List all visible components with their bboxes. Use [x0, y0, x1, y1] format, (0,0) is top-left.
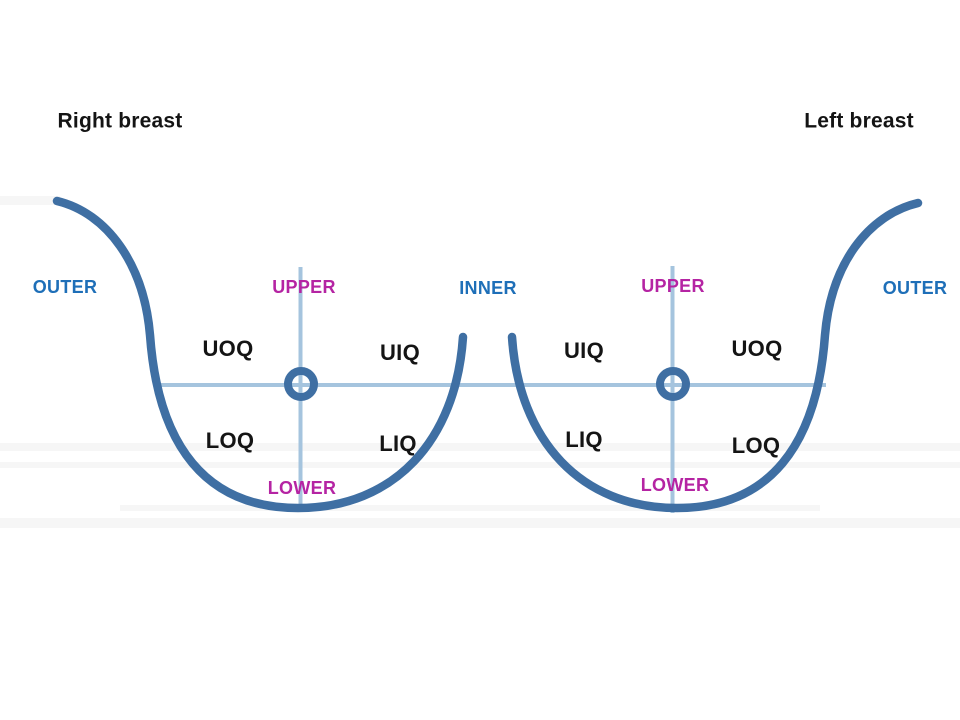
right-breast-loq-label: LOQ	[205, 428, 255, 453]
right-breast-uoq-label: UOQ	[202, 336, 254, 361]
right-breast-outline	[52, 196, 468, 513]
right-breast-title: Right breast	[57, 109, 183, 133]
right-breast-nipple-icon	[284, 367, 318, 401]
right-breast-uiq-label: UIQ	[379, 340, 421, 365]
left-breast-title: Left breast	[804, 109, 914, 133]
inner-label: INNER	[459, 278, 517, 298]
left-breast-uoq-label: UOQ	[731, 336, 783, 361]
right-breast-lower-label: LOWER	[267, 478, 337, 498]
left-breast-outer-label: OUTER	[882, 278, 948, 298]
right-breast-liq-label: LIQ	[379, 431, 417, 456]
left-breast-outline	[507, 198, 923, 513]
left-breast-uiq-label: UIQ	[563, 338, 605, 363]
left-breast-liq-label: LIQ	[565, 427, 603, 452]
background-noise	[0, 196, 960, 528]
left-breast-upper-label: UPPER	[641, 276, 705, 296]
left-breast-lower-label: LOWER	[640, 475, 710, 495]
right-breast-upper-label: UPPER	[272, 277, 336, 297]
left-breast-loq-label: LOQ	[731, 433, 781, 458]
left-breast-nipple-icon	[656, 367, 690, 401]
right-breast-outer-label: OUTER	[32, 277, 98, 297]
